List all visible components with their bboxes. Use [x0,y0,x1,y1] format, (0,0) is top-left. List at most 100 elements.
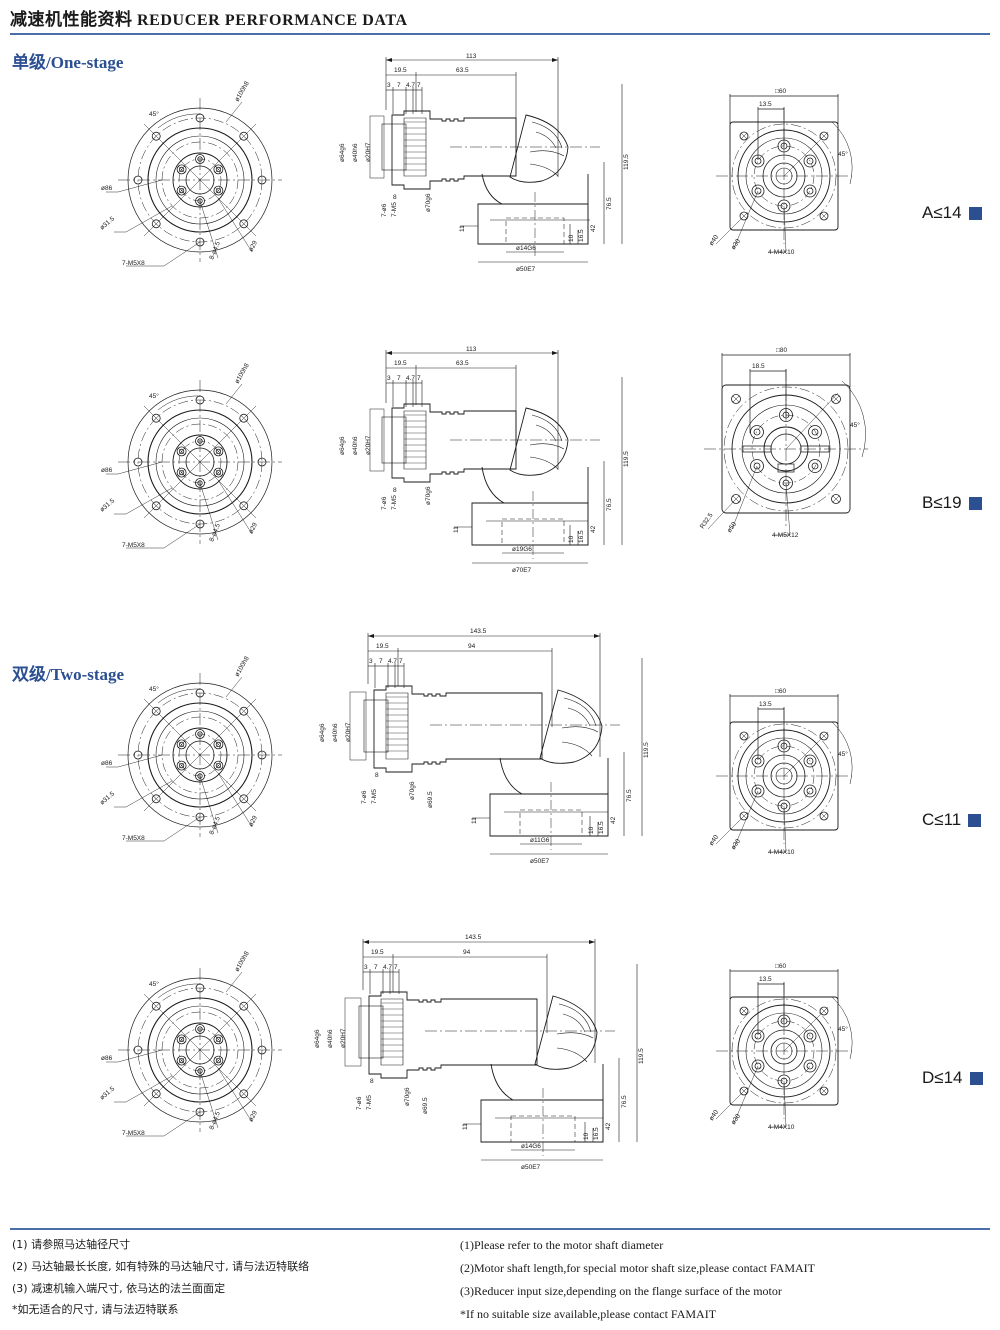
fv-d315-c: ø31.5 [100,790,116,806]
sv-t47-c: 4.7 [388,658,397,665]
sv-h42-b: 42 [590,525,597,533]
sv-h765-a: 76.5 [606,197,613,210]
flv-square-d: □60 [775,963,787,970]
section-title-one-stage: 单级/One-stage [12,53,124,72]
sv-h165-d: 16.5 [593,1127,600,1140]
page-header: 减速机性能资料 REDUCER PERFORMANCE DATA [0,0,1000,34]
fv-d86-b: ø86 [101,467,113,474]
sv-d70-d: ø70g6 [404,1087,411,1106]
fv-d86-a: ø86 [101,185,113,192]
sv-h765-d: 76.5 [621,1095,628,1108]
fv-pcd-a: ø100h8 [234,80,251,103]
fv-d29-a: ø29 [248,239,260,253]
sv-d64-d: ø64g6 [314,1029,321,1048]
sv-l635-d: 94 [463,949,471,956]
page-title-en: REDUCER PERFORMANCE DATA [136,12,408,29]
fv-thru-a: 8-ø4.5 [208,240,222,260]
flv-d30-a: ø30 [730,238,742,252]
flv-angle-d: 45° [838,1025,848,1033]
sv-t3-b: 3 [387,375,391,382]
fv-pcd-d: ø100h8 [234,950,251,973]
row-badge-d: D≤14 [922,1068,983,1088]
sv-tap6-a: 7-ø6 [381,203,388,217]
swatch-icon [969,1071,983,1085]
sv-d64-a: ø64g6 [339,143,346,162]
fv-d86-d: ø86 [101,1055,113,1062]
footer-divider [10,1228,990,1230]
sv-l635-a: 63.5 [456,67,469,74]
fv-tapped-d: 7-M5X8 [122,1130,145,1137]
drawing-row-d-section-view: 143.5 19.5 94 3 7 4.7 7 ø64g6 ø40h6 ø20H… [285,928,685,1228]
sv-d695-c: ø69.5 [427,791,434,808]
sv-dia-b: ø70E7 [512,567,532,574]
sv-tap6-c: 7-ø6 [361,790,368,804]
flv-d40-b: ø50 [726,521,738,535]
sv-l195-c: 19.5 [376,643,389,650]
fv-thru-c: 8-ø4.5 [208,815,222,835]
fv-thru-b: 8-ø4.5 [208,522,222,542]
drawing-row-d-front-view: 45° ø86 ø31.5 7-M5X8 ø29 8-ø4.5 ø100h8 [100,950,300,1150]
flv-bolts-a: 4-M4X10 [768,249,795,256]
note-cn-4: *如无适合的尺寸, 请与法迈特联系 [12,1303,179,1317]
sv-h765-b: 76.5 [606,498,613,511]
sv-tap6-b: 7-ø6 [381,496,388,510]
sv-l195-b: 19.5 [394,360,407,367]
fv-d86-c: ø86 [101,760,113,767]
row-badge-b: B≤19 [922,493,982,513]
flv-d40-d: ø40 [708,1109,720,1123]
sv-h42-c: 42 [610,816,617,824]
sv-d64-b: ø64g6 [339,436,346,455]
fv-d315-b: ø31.5 [100,497,116,513]
flv-square-b: □80 [776,347,788,354]
sv-t7-c: 7 [379,658,383,665]
note-cn-1: (1) 请参照马达轴径尺寸 [12,1238,131,1251]
sv-d40-a: ø40h6 [352,143,359,162]
flv-w-c: 13.5 [759,701,772,708]
sv-key-d: ø14G6 [521,1143,541,1150]
flv-d40-c: ø40 [708,834,720,848]
sv-h1195-d: 119.5 [638,1048,645,1064]
fv-tapped-a: 7-M5X8 [122,260,145,267]
sv-h11-d: 11 [462,1123,469,1130]
sv-h1195-c: 119.5 [643,742,650,758]
sv-overall-c: 143.5 [470,628,487,635]
sv-t7-a: 7 [397,82,401,89]
flv-angle-b: 45° [850,421,860,429]
fv-pcd-b: ø100h8 [234,362,251,385]
swatch-icon [968,496,982,510]
drawing-row-d-flange-view: □60 13.5 45° ø40 ø30 4-M4X10 [690,955,900,1145]
sv-t7b-b: 7 [417,375,421,382]
sv-tap6-d: 7-ø6 [356,1096,363,1110]
note-en-4: *If no suitable size available,please co… [460,1307,717,1321]
header-divider [10,33,990,35]
sv-t7b-d: 7 [394,964,398,971]
sv-overall-d: 143.5 [465,934,482,941]
page-title-cn: 减速机性能资料 [10,10,133,30]
sv-h165-b: 16.5 [578,530,585,543]
sv-h42-a: 42 [590,224,597,232]
note-cn-2: (2) 马达轴最长长度, 如有特殊的马达轴尺寸, 请与法迈特联络 [12,1259,310,1273]
sv-h10-b: 10 [568,535,575,543]
fv-angle-a: 45° [149,110,159,118]
flv-bolts-c: 4-M4X10 [768,849,795,856]
sv-d20-d: ø20H7 [340,1028,347,1048]
sv-d20-b: ø20H7 [365,435,372,455]
sv-t3-a: 3 [387,82,391,89]
flv-d30-c: ø30 [730,838,742,852]
sv-overall-a: 113 [466,53,477,60]
sv-h165-a: 16.5 [578,229,585,242]
sv-h11-c: 11 [471,817,478,824]
flv-d30-b: R32.5 [699,512,715,531]
row-badge-a: A≤14 [922,203,982,223]
sv-t47-d: 4.7 [383,964,392,971]
sv-h11-b: 11 [453,526,460,533]
notes-english: (1)Please refer to the motor shaft diame… [460,1238,990,1330]
flv-square-c: □60 [775,688,787,695]
sv-h42-d: 42 [605,1122,612,1130]
flv-bolts-d: 4-M4X10 [768,1124,795,1131]
drawing-row-c-front-view: 45° ø86 ø31.5 7-M5X8 ø29 8-ø4.5 ø100h8 [100,655,300,855]
drawing-row-c-flange-view: □60 13.5 45° ø40 ø30 4-M4X10 [690,680,900,870]
sv-t7-b: 7 [397,375,401,382]
fv-d29-c: ø29 [248,814,260,828]
note-en-1: (1)Please refer to the motor shaft diame… [460,1238,664,1252]
